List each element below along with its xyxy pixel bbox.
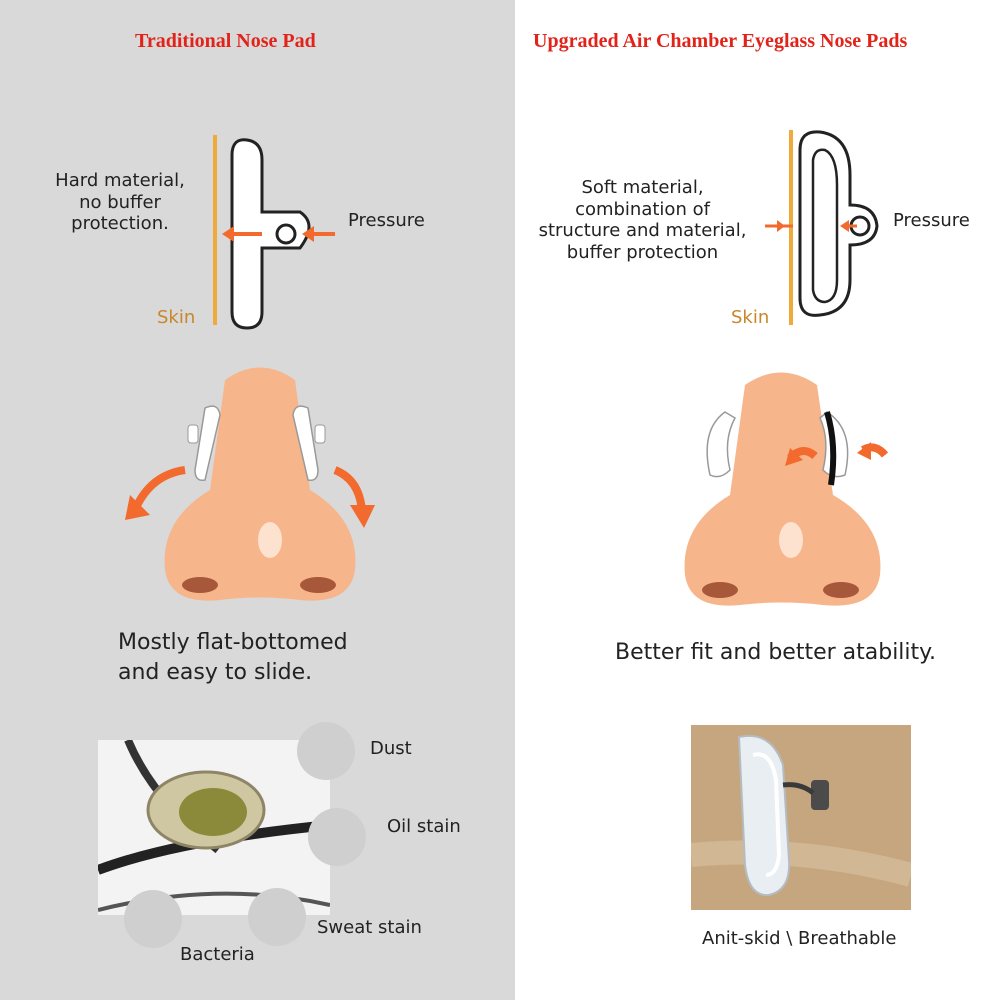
bacteria-icon [124, 890, 182, 948]
air-chamber-pad-photo [691, 725, 911, 910]
sweat-stain-label: Sweat stain [317, 917, 422, 938]
air-chamber-pad-diagram [765, 130, 879, 325]
oil-stain-icon [308, 808, 366, 866]
air-chamber-panel: Upgraded Air Chamber Eyeglass Nose Pads … [515, 0, 1000, 1000]
traditional-heading: Traditional Nose Pad [135, 30, 316, 52]
nose-illustration-right [684, 372, 889, 606]
soft-material-label: Soft material, combination of structure … [538, 177, 747, 263]
dust-icon [297, 722, 355, 780]
skin-label-right: Skin [731, 307, 770, 328]
dirty-nose-pad-photo [98, 740, 330, 915]
hard-material-label: Hard material, no buffer protection. [55, 170, 185, 235]
bacteria-label: Bacteria [180, 944, 255, 965]
nose-illustration-left [125, 367, 375, 601]
sweat-stain-icon [248, 888, 306, 946]
dust-label: Dust [370, 738, 412, 759]
anti-skid-caption: Anit-skid \ Breathable [702, 928, 897, 949]
skin-label-left: Skin [157, 307, 196, 328]
pressure-label-left: Pressure [348, 210, 425, 231]
traditional-pad-diagram [213, 135, 335, 330]
air-chamber-heading: Upgraded Air Chamber Eyeglass Nose Pads [533, 30, 908, 52]
flat-bottomed-caption: Mostly flat-bottomed and easy to slide. [118, 630, 348, 685]
traditional-panel: Traditional Nose Pad Hard material, no b… [0, 0, 515, 1000]
pressure-label-right: Pressure [893, 210, 970, 231]
oil-stain-label: Oil stain [387, 816, 461, 837]
better-fit-caption: Better fit and better atability. [615, 640, 937, 665]
